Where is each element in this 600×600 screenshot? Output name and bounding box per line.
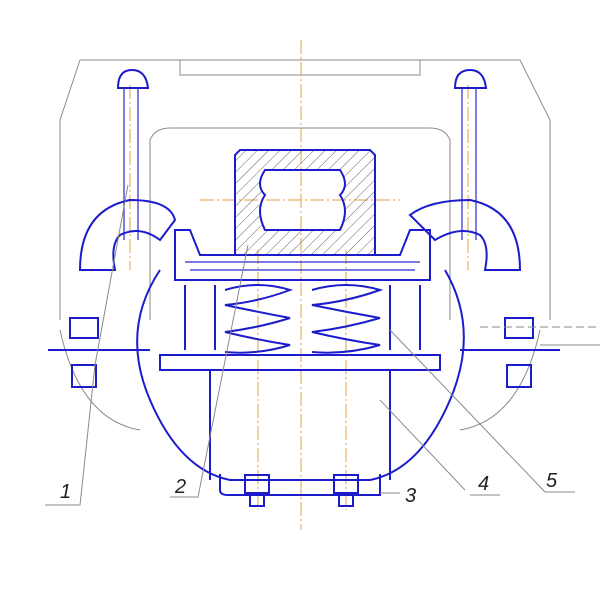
leader-lines [45,184,575,506]
callout-5: 5 [546,470,558,492]
side-bolts [48,317,600,388]
spring-seat [174,229,431,350]
callout-4: 4 [478,473,489,495]
callout-1: 1 [60,481,71,503]
centerlines [129,40,469,530]
hook-brackets [78,198,522,271]
top-lugs [116,68,488,240]
housing [136,269,465,481]
callout-2: 2 [174,476,186,498]
springs [224,284,384,354]
beam-profile [234,149,376,256]
callout-3: 3 [405,485,416,507]
base-plate [219,474,381,507]
